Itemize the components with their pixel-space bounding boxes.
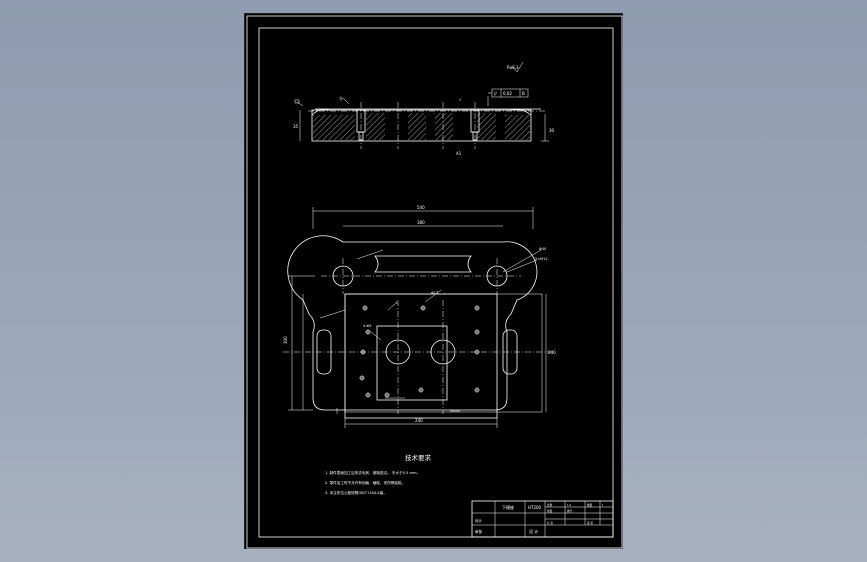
svg-text:数量: 数量 — [587, 503, 593, 507]
svg-text:240: 240 — [548, 350, 556, 355]
svg-text:1: 1 — [602, 503, 604, 507]
svg-text:B: B — [522, 91, 525, 96]
svg-text:540: 540 — [417, 205, 425, 210]
svg-text:√: √ — [459, 97, 462, 102]
svg-text:审核: 审核 — [475, 529, 483, 534]
svg-text:图号: 图号 — [567, 509, 573, 513]
svg-text://: // — [494, 91, 497, 96]
svg-text:Ⓐ: Ⓐ — [339, 95, 343, 101]
cad-drawing: 35 30 Ⓐ √ A1 Ra6.3 // 0.02 B — [246, 15, 623, 549]
material: HT200 — [528, 505, 542, 510]
svg-text:300: 300 — [283, 336, 288, 344]
tech-requirements-title: 技术要求 — [405, 453, 432, 462]
svg-text:2×M12: 2×M12 — [535, 257, 548, 261]
svg-text:比例: 比例 — [547, 503, 553, 507]
svg-text:0.02: 0.02 — [503, 91, 512, 96]
svg-text:A1: A1 — [456, 151, 462, 156]
part-name: 下模座 — [502, 504, 514, 510]
inner-frame — [258, 27, 614, 538]
tolerance-frame: // 0.02 B — [487, 88, 529, 106]
svg-text:4: 4 — [395, 301, 398, 305]
drawing-sheet: 35 30 Ⓐ √ A1 Ra6.3 // 0.02 B — [244, 13, 623, 549]
svg-text:Φ13: Φ13 — [431, 291, 438, 295]
tech-requirement-item: 2. 零件加工时不允许有划痕、磕碰、夹伤等缺陷。 — [325, 480, 405, 485]
svg-text:第 张: 第 张 — [587, 521, 593, 525]
tech-requirement-item: 3. 未注形位公差按照GB/T1184-K级。 — [325, 490, 387, 495]
svg-text:设计: 设计 — [475, 518, 483, 523]
outer-frame — [246, 15, 623, 549]
svg-text:4-Φ9: 4-Φ9 — [363, 324, 371, 328]
svg-text:1:2: 1:2 — [567, 503, 572, 507]
tech-requirements: 技术要求 1. 制件表面加工后的去毛刺，倒钝锐边。 不大于0.5 mm。 2. … — [325, 453, 432, 495]
title-block: 下模座 HT200 设计 审核 日期 比例 1:2 数量 1 重量 图号 共 张… — [471, 500, 614, 538]
section-view: 35 30 Ⓐ √ A1 Ra6.3 // 0.02 B — [293, 61, 555, 156]
svg-text:共 张: 共 张 — [547, 521, 553, 525]
plan-view: 540 380 — [283, 205, 556, 428]
svg-text:30: 30 — [549, 128, 555, 133]
tech-requirement-item: 1. 制件表面加工后的去毛刺，倒钝锐边。 不大于0.5 mm。 — [325, 470, 420, 475]
svg-text:380: 380 — [417, 220, 425, 225]
company: 设 计 — [529, 528, 538, 534]
svg-text:Φ40: Φ40 — [539, 247, 546, 251]
svg-text:35: 35 — [293, 124, 299, 129]
svg-text:重量: 重量 — [547, 509, 553, 513]
svg-text:240: 240 — [415, 418, 423, 423]
roughness-label: Ra6.3 — [507, 65, 519, 70]
